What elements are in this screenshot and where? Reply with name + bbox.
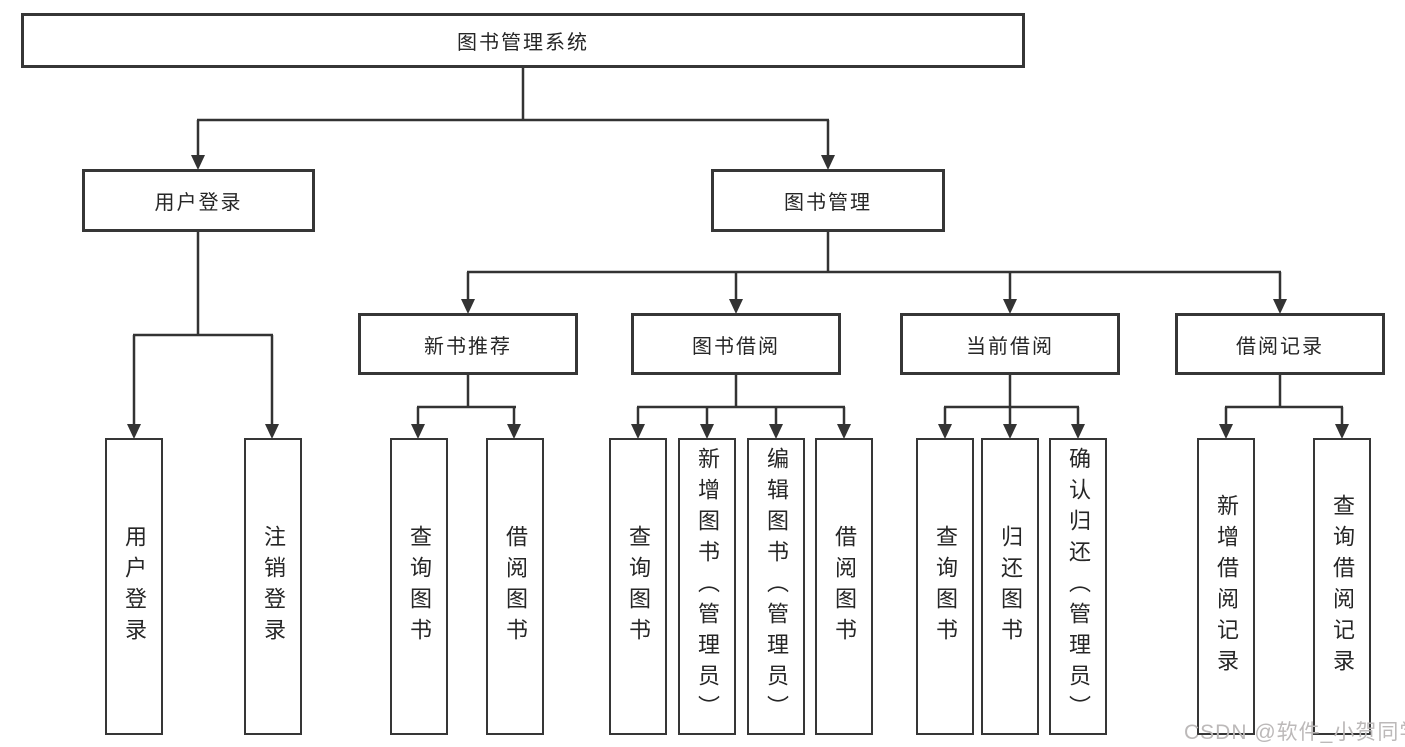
arrowhead (1219, 424, 1233, 439)
node-current-borrow: 当前借阅 (900, 313, 1120, 375)
node-book-management: 图书管理 (711, 169, 945, 232)
arrowhead (769, 424, 783, 439)
node-borrow-records: 借阅记录 (1175, 313, 1385, 375)
csdn-watermark: CSDN @软件_小贺同学 (1184, 721, 1405, 744)
arrowhead (507, 424, 521, 439)
arrowhead (1071, 424, 1085, 439)
node-book-borrow: 图书借阅 (631, 313, 841, 375)
leaf-user-login: 用户登录 (105, 438, 163, 735)
leaf-query-books-2: 查询图书 (609, 438, 667, 735)
node-user-login: 用户登录 (82, 169, 315, 232)
connector-root-to-level1 (191, 68, 835, 170)
node-library-management-system: 图书管理系统 (21, 13, 1025, 68)
arrowhead (1273, 299, 1287, 314)
leaf-add-borrow-record: 新增借阅记录 (1197, 438, 1255, 735)
leaf-edit-books-admin: 编辑图书（管理员） (747, 438, 805, 735)
leaf-logout: 注销登录 (244, 438, 302, 735)
arrowhead (837, 424, 851, 439)
leaf-add-books-admin: 新增图书（管理员） (678, 438, 736, 735)
leaf-query-borrow-record: 查询借阅记录 (1313, 438, 1371, 735)
leaf-return-books: 归还图书 (981, 438, 1039, 735)
connector-user-login-branch (127, 232, 279, 439)
connector-book-management-branch (461, 232, 1287, 314)
arrowhead (411, 424, 425, 439)
arrowhead (1335, 424, 1349, 439)
connector-borrow-records-branch (1219, 375, 1349, 439)
leaf-query-books-3: 查询图书 (916, 438, 974, 735)
arrowhead (127, 424, 141, 439)
connector-new-book-branch (411, 375, 521, 439)
leaf-borrow-books-2: 借阅图书 (815, 438, 873, 735)
connector-current-borrow-branch (938, 375, 1085, 439)
arrowhead (821, 155, 835, 170)
arrowhead (631, 424, 645, 439)
arrowhead (191, 155, 205, 170)
leaf-confirm-return-admin: 确认归还（管理员） (1049, 438, 1107, 735)
arrowhead (700, 424, 714, 439)
arrowhead (1003, 299, 1017, 314)
arrowhead (729, 299, 743, 314)
connector-book-borrow-branch (631, 375, 851, 439)
leaf-query-books-1: 查询图书 (390, 438, 448, 735)
arrowhead (265, 424, 279, 439)
arrowhead (938, 424, 952, 439)
node-new-book-recommend: 新书推荐 (358, 313, 578, 375)
arrowhead (461, 299, 475, 314)
arrowhead (1003, 424, 1017, 439)
leaf-borrow-books-1: 借阅图书 (486, 438, 544, 735)
